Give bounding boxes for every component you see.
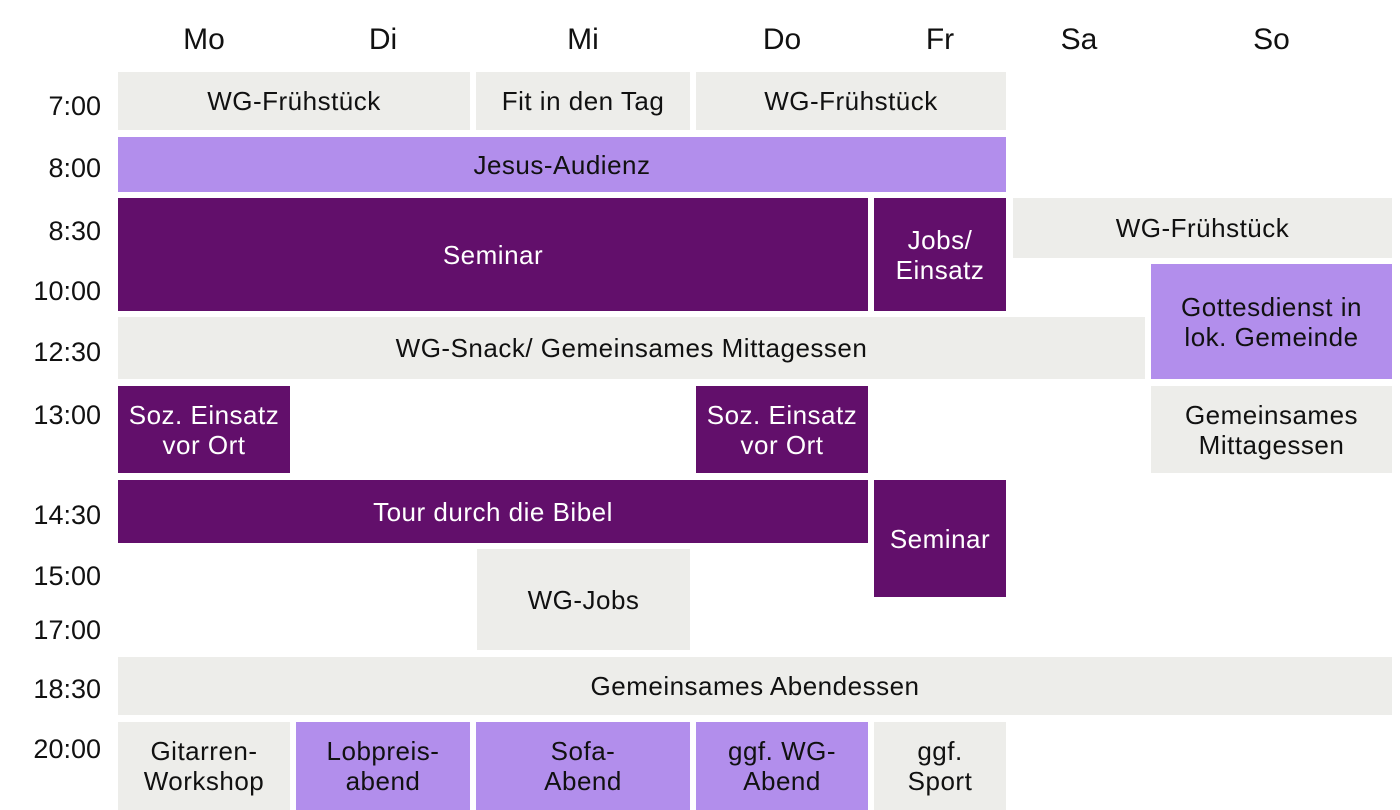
- event-block[interactable]: WG-Frühstück: [696, 72, 1006, 130]
- time-label: 18:30: [33, 674, 101, 704]
- time-label: 8:30: [48, 216, 101, 246]
- event-label: Seminar: [442, 239, 544, 270]
- event-block[interactable]: Jobs/ Einsatz: [874, 198, 1006, 311]
- day-header-fr: Fr: [925, 23, 955, 56]
- event-label: Jobs/ Einsatz: [895, 224, 985, 285]
- day-header-mi: Mi: [567, 23, 599, 56]
- day-header-so: So: [1253, 23, 1290, 56]
- event-label: WG-Frühstück: [1115, 213, 1290, 243]
- event-block[interactable]: Fit in den Tag: [476, 72, 690, 130]
- event-label: Gemeinsames Mittagessen: [1184, 399, 1359, 460]
- event-block[interactable]: Seminar: [118, 198, 868, 311]
- time-label: 7:00: [48, 91, 101, 121]
- event-label: ggf. WG- Abend: [727, 736, 836, 796]
- event-label: Seminar: [889, 523, 991, 554]
- event-label: WG-Frühstück: [764, 86, 938, 116]
- event-block[interactable]: Lobpreis- abend: [296, 722, 470, 810]
- time-label: 10:00: [33, 276, 101, 306]
- day-header-sa: Sa: [1060, 23, 1098, 56]
- event-label: WG-Snack/ Gemeinsames Mittagessen: [395, 333, 868, 363]
- day-header-do: Do: [762, 23, 802, 56]
- time-label: 13:00: [33, 400, 101, 430]
- event-block[interactable]: Jesus-Audienz: [118, 137, 1006, 192]
- event-label: Soz. Einsatz vor Ort: [706, 399, 858, 460]
- time-label: 12:30: [33, 337, 101, 367]
- event-block[interactable]: WG-Frühstück: [118, 72, 470, 130]
- event-label: Gitarren- Workshop: [143, 736, 265, 796]
- event-label: WG-Frühstück: [207, 86, 381, 116]
- time-label: 17:00: [33, 615, 101, 645]
- day-header-mo: Mo: [183, 23, 225, 56]
- event-label: WG-Jobs: [527, 584, 640, 615]
- event-label: Soz. Einsatz vor Ort: [128, 399, 280, 460]
- event-label: Gottesdienst in lok. Gemeinde: [1181, 291, 1362, 352]
- time-label: 15:00: [33, 561, 101, 591]
- event-label: Gemeinsames Abendessen: [590, 671, 920, 701]
- time-label: 20:00: [33, 734, 101, 764]
- event-block[interactable]: Seminar: [874, 480, 1006, 597]
- event-block[interactable]: Gottesdienst in lok. Gemeinde: [1151, 264, 1392, 379]
- event-block[interactable]: WG-Snack/ Gemeinsames Mittagessen: [118, 317, 1145, 379]
- event-block[interactable]: Tour durch die Bibel: [118, 480, 868, 543]
- event-label: Sofa- Abend: [544, 736, 622, 796]
- event-block[interactable]: Gemeinsames Mittagessen: [1151, 386, 1392, 473]
- event-label: Lobpreis- abend: [326, 736, 440, 796]
- event-label: Jesus-Audienz: [473, 149, 651, 180]
- event-label: Tour durch die Bibel: [373, 496, 613, 527]
- event-label: ggf. Sport: [907, 736, 973, 796]
- event-label: Fit in den Tag: [501, 86, 665, 116]
- event-block[interactable]: ggf. Sport: [874, 722, 1006, 810]
- event-block[interactable]: Soz. Einsatz vor Ort: [696, 386, 868, 473]
- time-label: 14:30: [33, 500, 101, 530]
- day-header-di: Di: [368, 23, 398, 56]
- event-block[interactable]: Gemeinsames Abendessen: [118, 657, 1392, 715]
- time-label: 8:00: [48, 153, 101, 183]
- event-block[interactable]: Sofa- Abend: [476, 722, 690, 810]
- event-block[interactable]: WG-Jobs: [477, 549, 690, 650]
- event-block[interactable]: ggf. WG- Abend: [696, 722, 868, 810]
- event-block[interactable]: WG-Frühstück: [1013, 198, 1392, 258]
- event-block[interactable]: Gitarren- Workshop: [118, 722, 290, 810]
- event-block[interactable]: Soz. Einsatz vor Ort: [118, 386, 290, 473]
